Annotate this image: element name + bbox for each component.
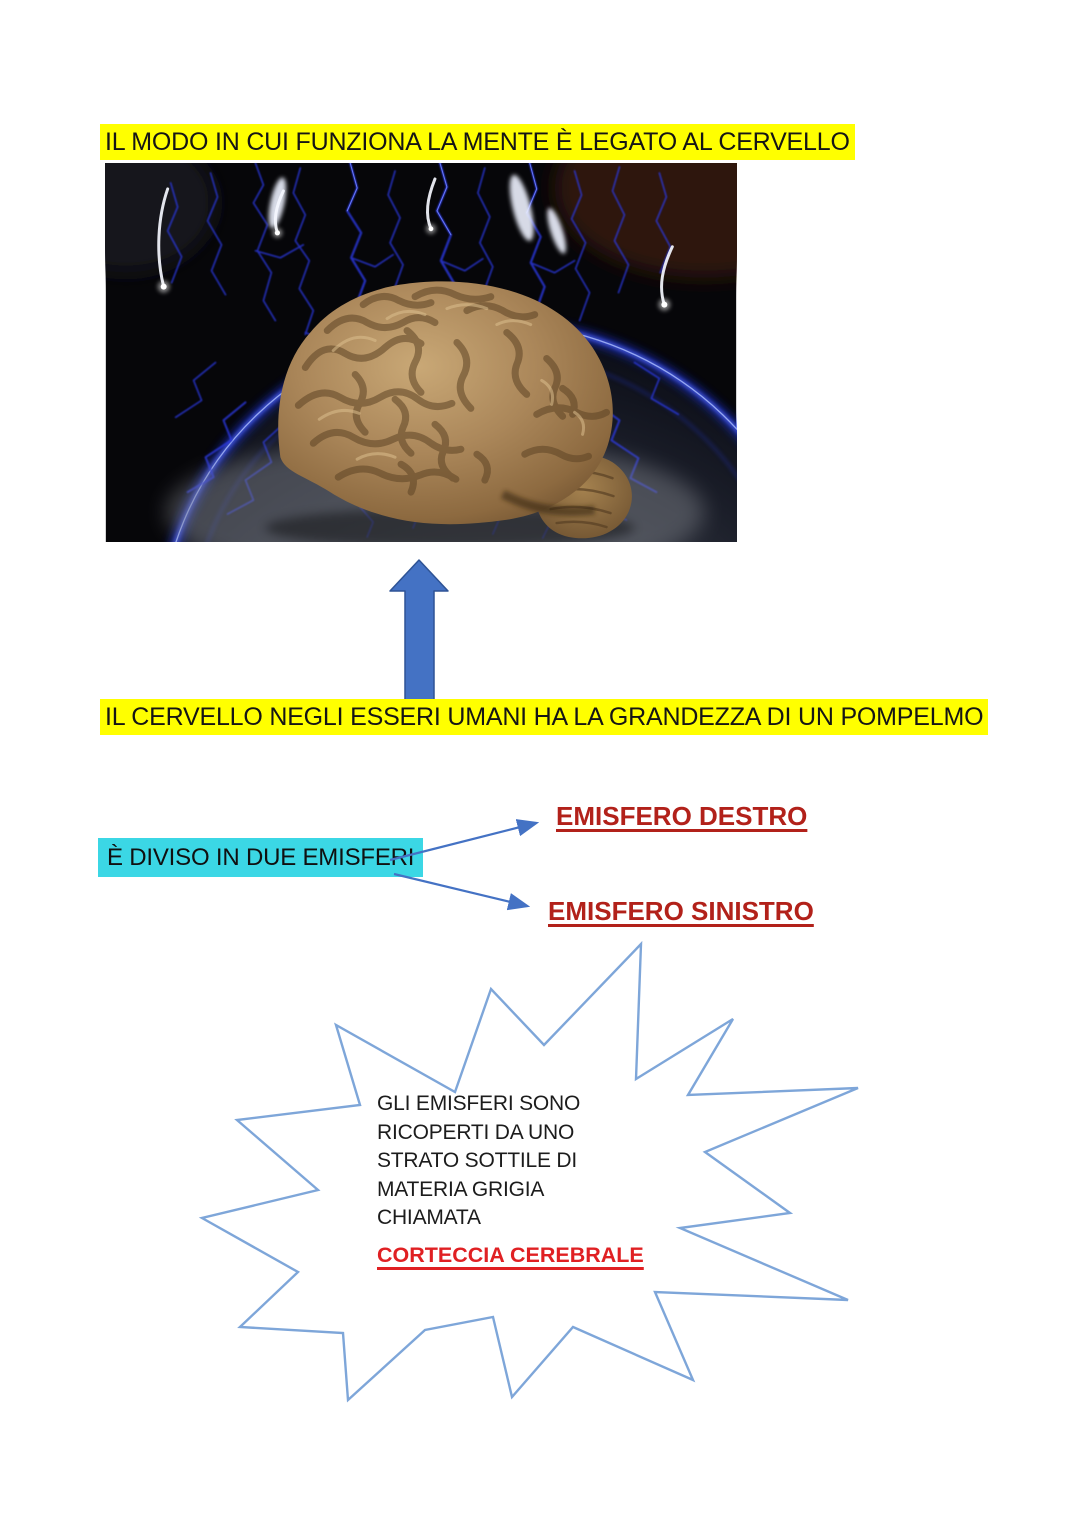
starburst-text: GLI EMISFERI SONO RICOPERTI DA UNO STRAT… <box>377 1090 580 1233</box>
connector-to-left-hemisphere <box>393 872 531 911</box>
branch-right-hemisphere: EMISFERO DESTRO <box>556 801 808 831</box>
brain-plasma-photo <box>105 163 737 542</box>
cerebral-cortex-emphasis: CORTECCIA CEREBRALE <box>377 1243 644 1267</box>
brain <box>278 281 632 539</box>
starburst-line: GLI EMISFERI SONO <box>377 1092 581 1115</box>
glass-reflections <box>157 174 674 311</box>
brain-highlights <box>317 303 586 461</box>
starburst-line: RICOPERTI DA UNO <box>377 1120 575 1144</box>
starburst-line: STRATO SOTTILE DI <box>377 1149 578 1172</box>
division-label: È DIVISO IN DUE EMISFERI <box>98 838 424 877</box>
starburst-line: CHIAMATA <box>377 1206 481 1229</box>
branch-left-hemisphere: EMISFERO SINISTRO <box>548 896 814 926</box>
heading-mind-linked-to-brain: IL MODO IN CUI FUNZIONA LA MENTE È LEGAT… <box>100 124 855 160</box>
connector-arrows <box>389 819 540 911</box>
starburst-shape <box>198 940 859 1403</box>
connector-to-right-hemisphere <box>389 819 540 862</box>
heading-grapefruit-size: IL CERVELLO NEGLI ESSERI UMANI HA LA GRA… <box>100 699 989 735</box>
starburst-line: MATERIA GRIGIA <box>377 1177 545 1201</box>
brain-gyri <box>294 286 611 496</box>
up-arrow-shape <box>389 559 449 701</box>
